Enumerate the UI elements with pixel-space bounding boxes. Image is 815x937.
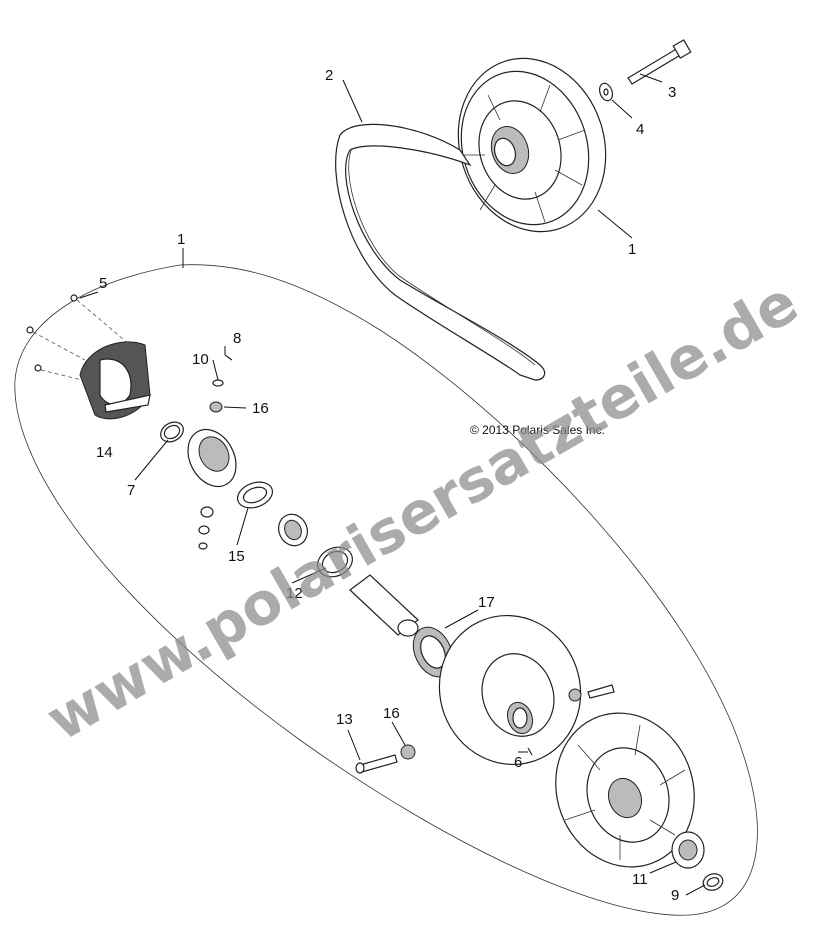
callout-11: 11 <box>632 871 648 888</box>
callout-4: 4 <box>636 121 644 138</box>
callout-15: 15 <box>228 548 245 565</box>
pin-8 <box>224 354 233 361</box>
callout-12: 12 <box>286 585 303 602</box>
callout-3: 3 <box>668 84 676 101</box>
leader-lines <box>79 73 706 896</box>
ring-15 <box>236 481 274 509</box>
pin-6 <box>527 747 533 756</box>
callout-10: 10 <box>192 351 209 368</box>
copyright-text: © 2013 Polaris Sales Inc. <box>470 423 605 437</box>
callout-1-top: 1 <box>628 241 636 258</box>
callout-17: 17 <box>478 594 495 611</box>
spider-assembly <box>187 428 237 550</box>
washer-10 <box>212 379 224 387</box>
nut-16-upper <box>209 401 223 413</box>
callout-14: 14 <box>96 444 113 461</box>
callout-13: 13 <box>336 711 353 728</box>
moveable-sheave <box>438 614 582 766</box>
callout-16-lower: 16 <box>383 705 400 722</box>
callout-2: 2 <box>325 67 333 84</box>
bearing-11 <box>671 831 705 869</box>
assembly-outline <box>14 264 758 916</box>
callout-1-group: 1 <box>177 231 185 248</box>
callouts: 1 1 2 3 4 5 8 10 16 14 7 15 12 17 13 16 … <box>96 67 679 904</box>
callout-8: 8 <box>233 330 241 347</box>
bearing-12 <box>278 513 353 578</box>
drive-belt <box>335 123 546 381</box>
callout-9: 9 <box>671 887 679 904</box>
shaft <box>349 574 419 637</box>
driven-clutch-sheave <box>457 57 607 233</box>
bolt-3 <box>627 39 692 85</box>
ring-7 <box>160 421 184 443</box>
snap-ring-9 <box>702 873 724 891</box>
roller-bolt <box>568 684 615 702</box>
callout-16-upper: 16 <box>252 400 269 417</box>
callout-6: 6 <box>514 754 522 771</box>
fixed-sheave <box>555 712 695 868</box>
watermark-text: www.polarisersatzteile.de <box>35 268 809 754</box>
screw-5 <box>26 294 131 381</box>
callout-5: 5 <box>99 275 107 292</box>
screw-13 <box>355 754 398 774</box>
washer-4 <box>598 82 614 102</box>
callout-7: 7 <box>127 482 135 499</box>
clutch-cover <box>79 341 151 420</box>
nut-16-lower <box>400 744 416 760</box>
